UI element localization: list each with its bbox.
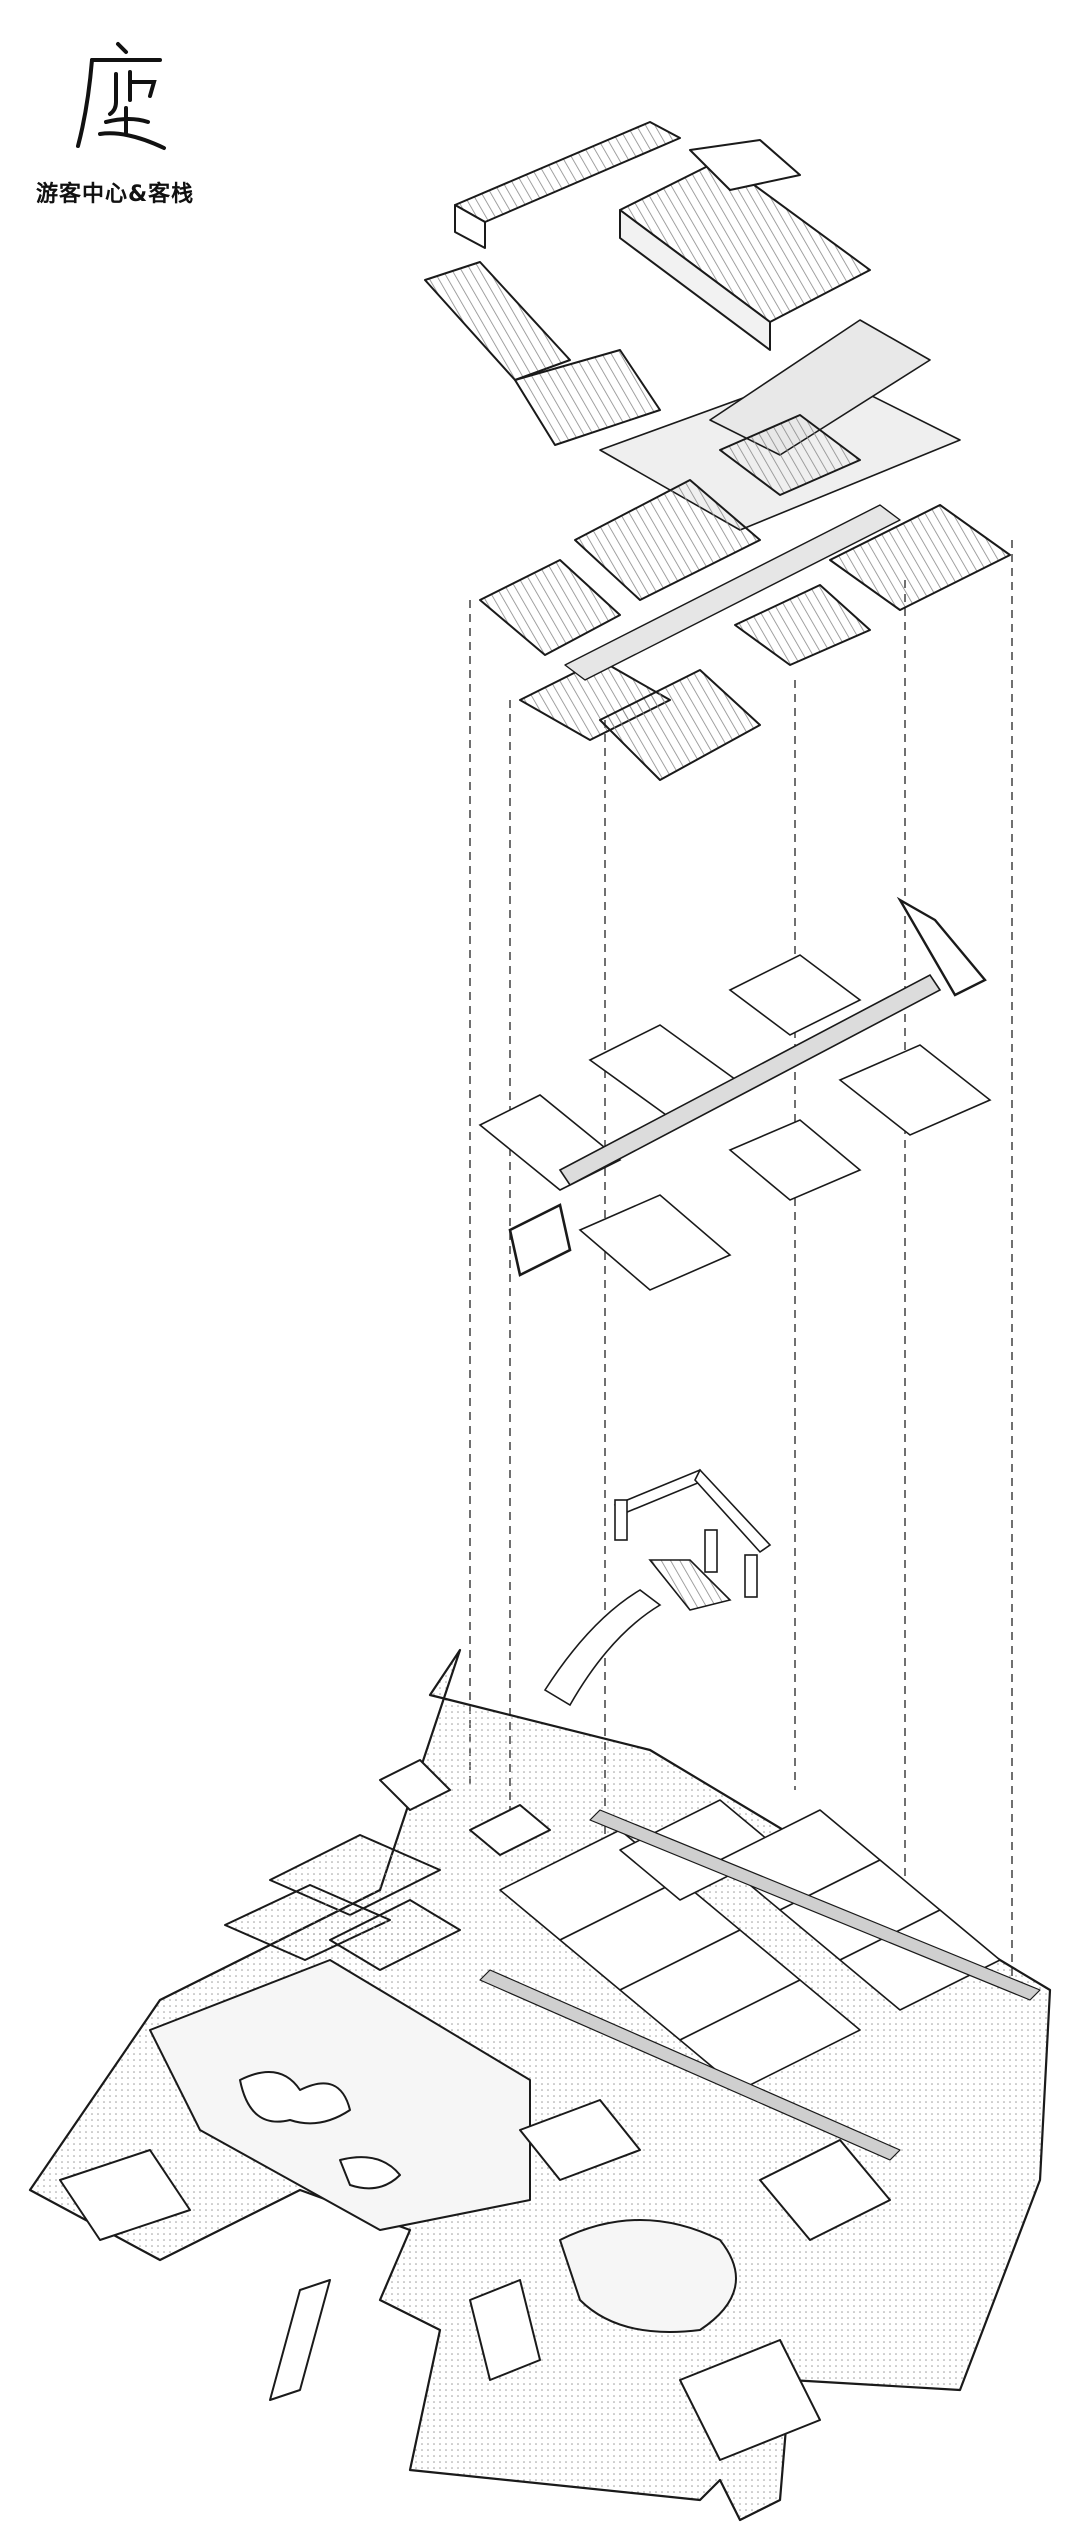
wall-level [478,896,992,1291]
seal-character-logo-icon [76,42,166,150]
roof-level [424,121,1011,781]
projection-lines [469,540,1013,1980]
gate-and-bridge [543,1468,772,1707]
caption-title: 游客中心&客栈 [36,182,195,207]
ground-floor-plan [28,1648,1052,2522]
